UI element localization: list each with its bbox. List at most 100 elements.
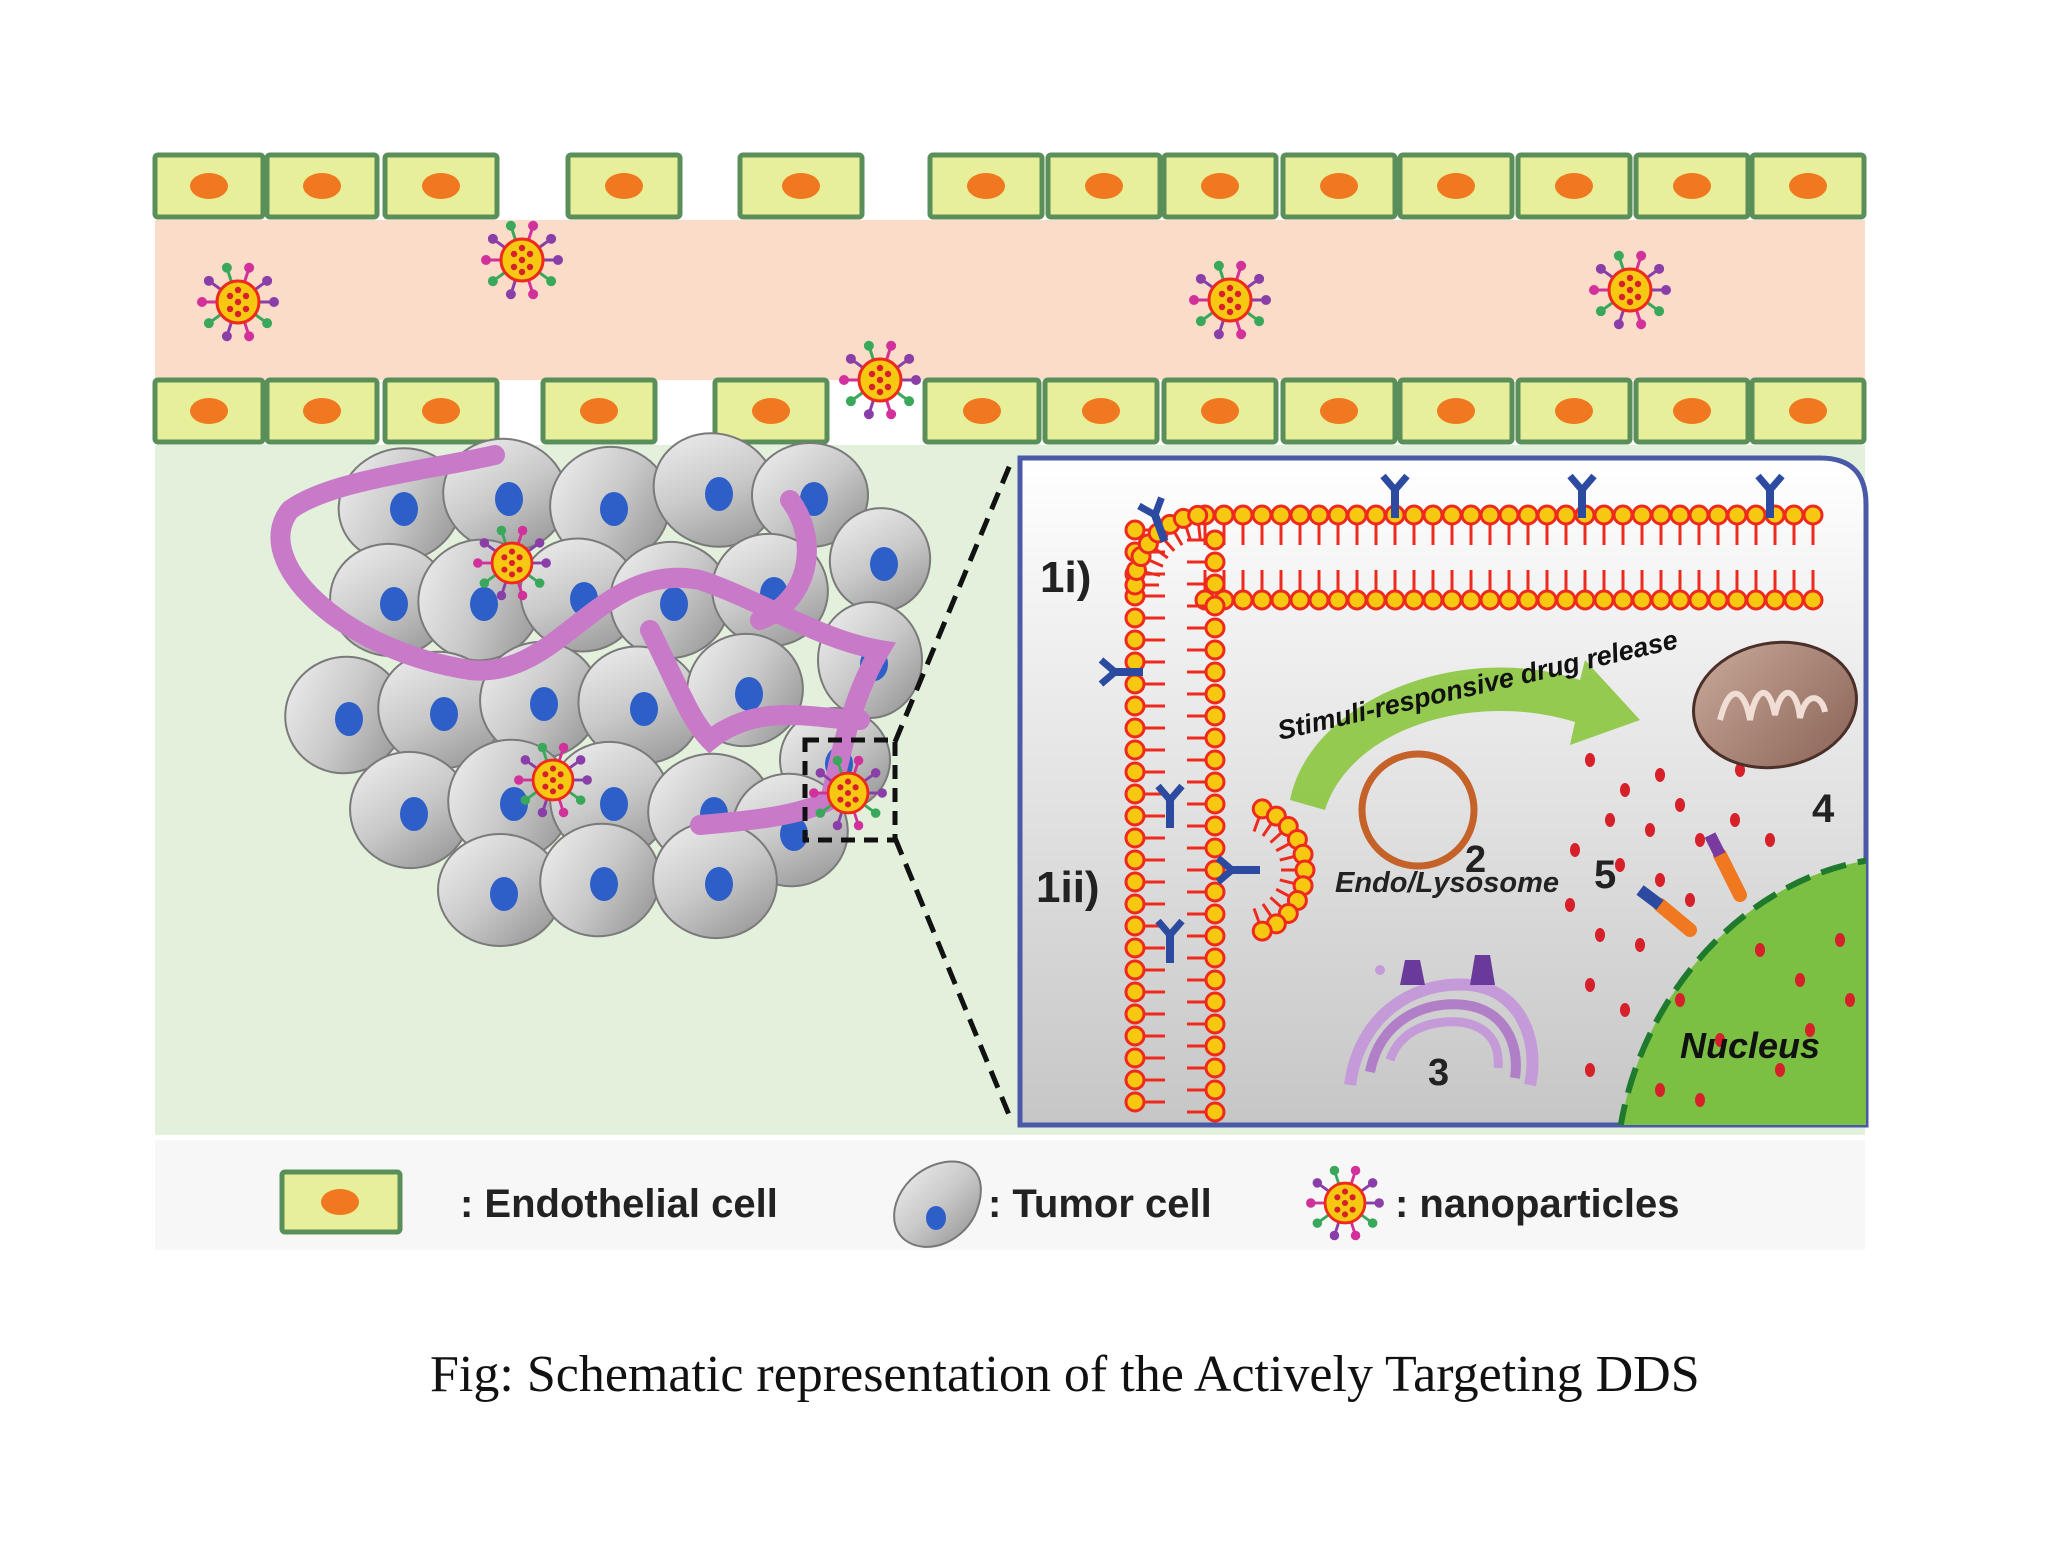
drug-dot xyxy=(1570,843,1580,857)
endothelial-cell xyxy=(737,152,865,220)
phospholipid xyxy=(1187,925,1226,947)
nucleus-region xyxy=(1616,856,1866,1125)
receptor xyxy=(1155,918,1185,963)
drug-dot xyxy=(1655,873,1665,887)
endothelial-cell xyxy=(382,377,500,445)
phospholipid xyxy=(1124,761,1165,783)
phospholipid xyxy=(1187,793,1226,815)
legend-endothelial-nucleus xyxy=(321,1189,359,1215)
phospholipid xyxy=(1187,1035,1226,1057)
figure-caption: Fig: Schematic representation of the Act… xyxy=(430,1346,1700,1403)
phospholipid xyxy=(1187,969,1226,991)
phospholipid xyxy=(1536,504,1558,545)
label-5: 5 xyxy=(1594,853,1616,897)
receptor xyxy=(1755,473,1785,518)
endothelial-cell xyxy=(1045,152,1163,220)
phospholipid xyxy=(1124,607,1165,629)
drug-dot xyxy=(1730,813,1740,827)
endothelial-cell xyxy=(1161,377,1279,445)
phospholipid xyxy=(1124,915,1165,937)
phospholipid xyxy=(1187,749,1226,771)
endothelial-cell xyxy=(1633,152,1751,220)
legend-nanoparticle xyxy=(1306,1165,1384,1241)
tumor-cell xyxy=(652,432,778,548)
phospholipid xyxy=(1187,837,1226,859)
legend-tumor-label: : Tumor cell xyxy=(988,1182,1212,1226)
phospholipid xyxy=(1187,771,1226,793)
phospholipid xyxy=(1124,805,1165,827)
mitochondrion xyxy=(1692,640,1858,770)
drug-molecules xyxy=(1565,753,1855,1107)
receptor xyxy=(1098,657,1143,687)
phospholipid xyxy=(1517,504,1539,545)
phospholipid xyxy=(1479,570,1501,611)
receptor xyxy=(1380,473,1410,518)
zoom-line-bottom xyxy=(892,837,1015,1123)
legend-nanoparticle-icon xyxy=(1306,1165,1384,1241)
phospholipid xyxy=(1124,1047,1165,1069)
drug-dot xyxy=(1775,1063,1785,1077)
endothelial-cell xyxy=(922,377,1042,445)
drug-dot xyxy=(1685,893,1695,907)
endothelial-cell xyxy=(1633,377,1751,445)
tumor-cell xyxy=(652,820,778,940)
phospholipid xyxy=(1124,959,1165,981)
endothelial-cell xyxy=(1515,377,1633,445)
drug-dot xyxy=(1845,993,1855,1007)
nanoparticle xyxy=(481,220,563,300)
phospholipid xyxy=(1688,504,1710,545)
release-arrow xyxy=(1290,660,1640,810)
endothelial-cell xyxy=(152,377,266,445)
legend-tumor-icon xyxy=(893,1160,982,1248)
phospholipid xyxy=(1707,570,1729,611)
receptor xyxy=(1215,855,1260,885)
nanoparticle xyxy=(809,755,887,831)
phospholipid xyxy=(1251,908,1273,942)
phospholipid xyxy=(1124,1069,1165,1091)
endothelial-cell xyxy=(1161,152,1279,220)
endothelial-cell xyxy=(1749,152,1867,220)
nanoparticle xyxy=(197,262,279,342)
phospholipid xyxy=(1187,727,1226,749)
tumor-cell xyxy=(284,655,406,775)
legend-tumor-nucleus xyxy=(926,1206,946,1230)
drug-dot xyxy=(1835,933,1845,947)
drug-dot xyxy=(1655,1083,1665,1097)
phospholipid xyxy=(1124,717,1165,739)
inset-panel xyxy=(1017,455,1869,1128)
phospholipid xyxy=(1187,705,1226,727)
phospholipid xyxy=(1187,881,1226,903)
zoom-box xyxy=(802,737,898,843)
drug-dot xyxy=(1695,1093,1705,1107)
tumor-cell xyxy=(349,750,471,870)
phospholipid xyxy=(1124,849,1165,871)
phospholipid xyxy=(1124,739,1165,761)
tumor-cell xyxy=(751,442,869,548)
drug-dot xyxy=(1565,898,1575,912)
phospholipid xyxy=(1124,1025,1165,1047)
label-1ii: 1ii) xyxy=(1036,863,1100,912)
phospholipid xyxy=(1631,570,1653,611)
endothelial-cell xyxy=(264,152,380,220)
phospholipid xyxy=(1251,570,1273,611)
phospholipid xyxy=(1187,551,1226,573)
endothelial-cell xyxy=(1397,152,1515,220)
endothelial-cell xyxy=(565,152,683,220)
endosome xyxy=(1358,750,1478,870)
nuclear-pore-complexes xyxy=(1636,832,1747,937)
phospholipid xyxy=(1187,639,1226,661)
phospholipid xyxy=(1187,595,1226,617)
receptor xyxy=(1567,473,1597,518)
phospholipid xyxy=(1187,1079,1226,1101)
nanoparticle xyxy=(839,340,921,420)
nucleus-label: Nucleus xyxy=(1680,1025,1820,1066)
phospholipid xyxy=(1187,617,1226,639)
zoom-line-top xyxy=(892,459,1015,743)
phospholipid xyxy=(1441,504,1463,545)
phospholipid xyxy=(1124,937,1165,959)
endothelial-cell xyxy=(1280,152,1398,220)
phospholipid xyxy=(1187,991,1226,1013)
drug-dot xyxy=(1585,753,1595,767)
phospholipid xyxy=(1124,981,1165,1003)
drug-dot xyxy=(1585,1063,1595,1077)
